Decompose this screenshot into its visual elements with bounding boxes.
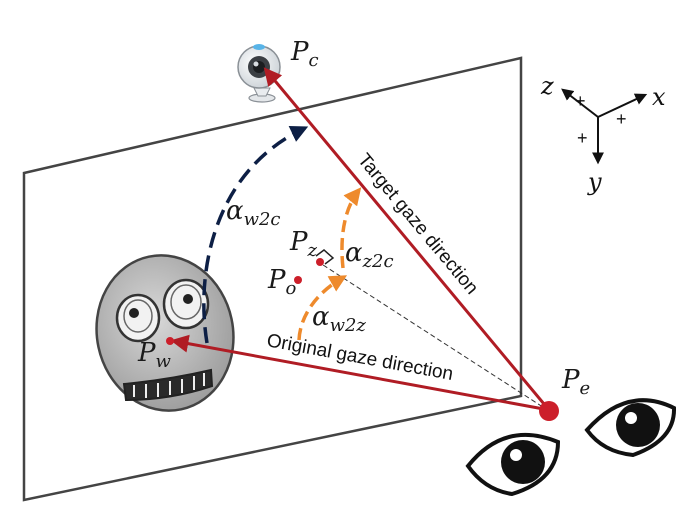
label-pz: Pz (289, 227, 318, 261)
label-alpha-w2c: αw2c (226, 196, 281, 230)
point-pe (539, 401, 559, 421)
arc-w2z (297, 275, 348, 341)
label-alpha-z2c: αz2c (345, 238, 394, 272)
webcam-icon (237, 44, 281, 103)
projection-line (319, 262, 550, 412)
axis-x-label: x (652, 83, 666, 111)
label-pe: Pe (561, 365, 590, 399)
axis-y-plus: + (577, 128, 588, 148)
label-alpha-w2z: αw2z (312, 302, 366, 336)
axis-z-plus: + (575, 91, 586, 111)
coordinate-axes: x z y + + + (540, 72, 666, 196)
point-pw (166, 337, 174, 345)
label-po: Po (267, 265, 297, 299)
arc-w2c (202, 126, 309, 344)
axis-x-plus: + (616, 109, 627, 129)
right-angle-marker (315, 249, 335, 265)
axis-y-label: y (587, 168, 602, 196)
arc-z2c (340, 187, 362, 269)
axis-z-label: z (540, 72, 554, 100)
label-original-gaze-direction: Original gaze direction (265, 330, 455, 385)
screen-plane (22, 56, 523, 502)
point-pz (316, 258, 324, 266)
label-pw: Pw (137, 338, 172, 372)
target-gaze-line (263, 67, 551, 411)
eyes-icon (465, 398, 677, 497)
smiley-face-icon (95, 254, 235, 412)
label-pc: Pc (290, 37, 319, 71)
original-gaze-line (170, 334, 550, 412)
label-target-gaze-direction: Target gaze direction (353, 150, 482, 299)
point-po (294, 276, 302, 284)
